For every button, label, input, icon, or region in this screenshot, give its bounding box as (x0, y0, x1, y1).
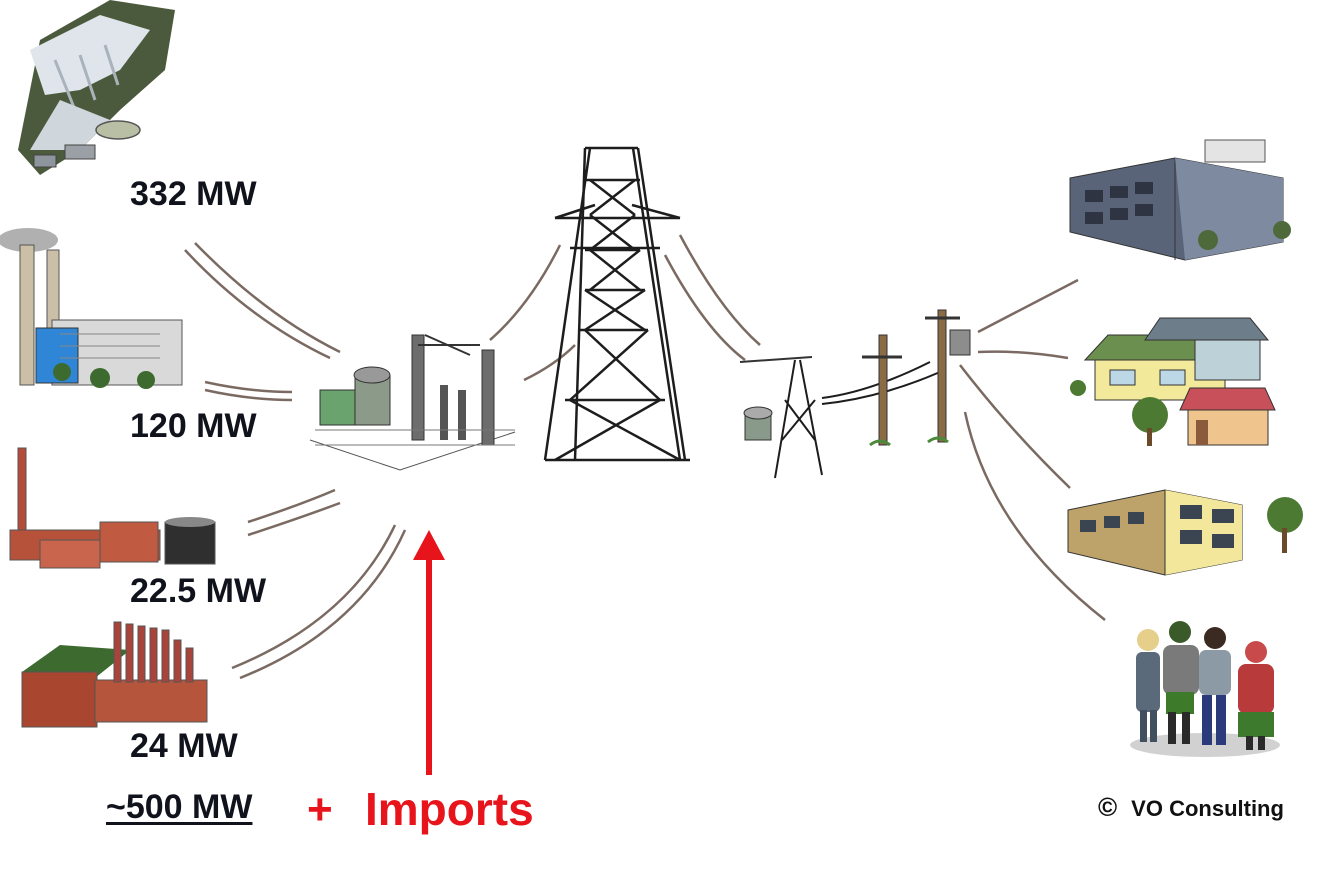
community-people-illustration (1130, 621, 1280, 757)
coal-power-station-illustration (0, 228, 183, 389)
generation-feeder-lines (184, 242, 407, 680)
hydro-capacity-label: 332 MW (130, 175, 257, 213)
plus-sign: + (307, 785, 333, 834)
credit-owner: VO Consulting (1131, 796, 1284, 821)
copyright-credit: © VO Consulting (1098, 792, 1284, 823)
substation-illustration (309, 334, 516, 471)
residential-houses-illustration (1070, 317, 1276, 446)
transmission-tower-illustration (543, 146, 690, 462)
total-capacity-label: ~500 MW (106, 788, 253, 826)
hydro-dam-illustration (18, 0, 175, 175)
sugar-mill-illustration (9, 447, 216, 569)
imports-arrow (413, 530, 445, 775)
sugar-mill-capacity-label: 22.5 MW (130, 572, 267, 610)
utility-poles-illustration (862, 309, 971, 447)
consumer-service-lines (959, 278, 1106, 621)
coal-plant-capacity-label: 120 MW (130, 407, 257, 445)
diesel-plant-illustration (21, 621, 208, 728)
imports-label: Imports (365, 783, 534, 835)
office-building-illustration (1069, 139, 1291, 261)
distribution-transformer-illustration (739, 356, 823, 479)
school-building-illustration (1067, 489, 1303, 576)
diesel-plant-capacity-label: 24 MW (130, 727, 239, 765)
copyright-symbol: © (1098, 792, 1118, 822)
transmission-lines (489, 234, 761, 382)
